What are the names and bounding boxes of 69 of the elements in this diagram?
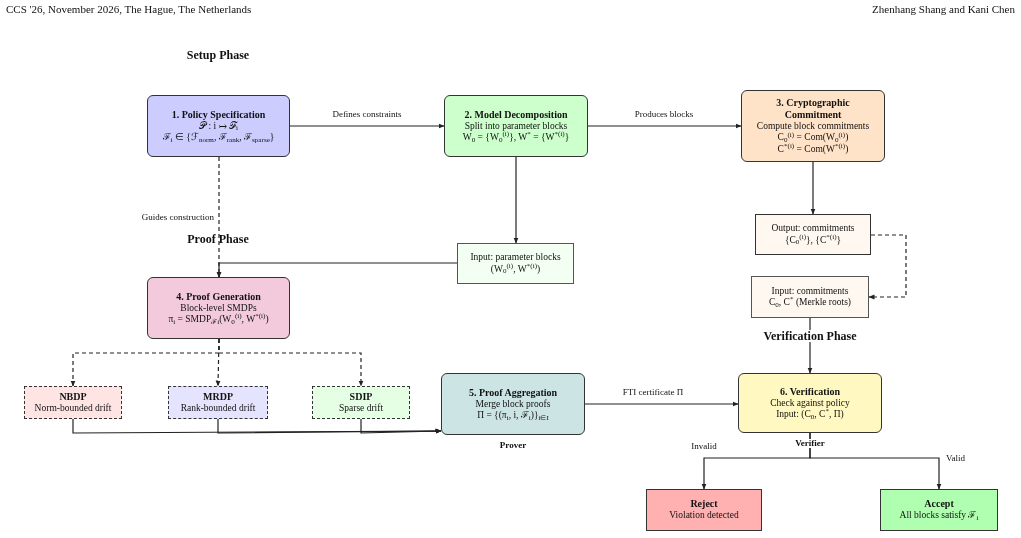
box-title: 2. Model Decomposition	[464, 108, 568, 121]
input-box	[751, 276, 869, 318]
output-box	[755, 214, 871, 255]
box-title: NBDP	[59, 390, 87, 403]
arrow	[216, 262, 458, 278]
input-box	[457, 243, 574, 284]
box-text: Π = {(π$_{i}$, i, ℱ$_{i}$)}$_{i∈I}$	[477, 410, 549, 422]
box-text: Input: parameter blocks	[470, 252, 561, 264]
box-text: Rank-bounded drift	[180, 402, 256, 415]
box-text: 𝒫 : i ↦ ℱ$_{i}$	[199, 120, 238, 132]
box-text: Compute block commitments	[756, 120, 870, 132]
box-text: Merge block proofs	[475, 398, 551, 410]
process-box	[147, 95, 290, 157]
box-text: ℱ$_{i}$ ∈ {ℱ$_{norm}$, ℱ$_{rank}$, ℱ$_{sparse}$}	[162, 132, 275, 144]
dashed-arrow	[868, 234, 907, 300]
box-title: 5. Proof Aggregation	[468, 386, 558, 399]
box-text: C$_{0}$$^{(i)}$ = Com(W$_{0}$$^{(i)}$)	[777, 132, 849, 144]
box-text: {C$_{0}$$^{(i)}$}, {C$^{*(i)}$}	[784, 234, 842, 246]
edge-label: FTI certificate Π	[620, 388, 686, 397]
box-title: SDIP	[349, 390, 373, 403]
box-text: Block-level SMDPs	[180, 302, 257, 313]
author-names: Zhenhang Shang and Kani Chen	[872, 4, 1015, 15]
box-text: (W$_{0}$$^{(i)}$, W$^{*(i)}$)	[490, 263, 541, 275]
arrow	[584, 401, 739, 407]
box-text: All blocks satisfy ℱ$_{i}$	[899, 510, 979, 522]
box-title: 3. Cryptographic Commitment	[775, 96, 851, 121]
box-text: Sparse drift	[338, 402, 384, 415]
box-text: Violation detected	[669, 510, 739, 522]
variant-box	[24, 386, 122, 419]
phase-heading: Setup Phase	[186, 49, 250, 61]
process-box	[147, 277, 290, 339]
phase-heading: Proof Phase	[187, 233, 249, 245]
box-title: Reject	[690, 498, 718, 511]
role-label: Prover	[497, 441, 529, 450]
variant-box	[312, 386, 410, 419]
box-text: π$_{i}$ = SMDP$_{ℱi}$(W$_{0}$$^{(i)}$, W$^{*(i)}$)	[168, 314, 269, 326]
box-text: Split into parameter blocks	[464, 120, 568, 132]
variant-box	[168, 386, 268, 419]
result-box	[880, 489, 998, 531]
arrow	[587, 123, 742, 129]
box-title: 6. Verification	[780, 385, 840, 398]
arrow	[809, 432, 942, 490]
box-text: C$^{*(i)}$ = Com(W$^{*(i)}$)	[777, 143, 849, 156]
edge-label: Defines constraints	[330, 110, 404, 119]
box-text: Input: (C$_{0}$, C$^{*}$, Π)	[776, 409, 844, 421]
role-label: Verifier	[793, 439, 827, 448]
box-text: C$_{0}$, C$^{*}$ (Merkle roots)	[768, 297, 852, 309]
arrow	[289, 123, 445, 129]
box-text: Norm-bounded drift	[34, 402, 112, 415]
arrow	[360, 418, 442, 434]
process-box	[741, 90, 885, 162]
box-text: Input: commitments	[771, 285, 849, 297]
edge-label: Guides construction	[139, 212, 216, 222]
box-title: Accept	[924, 498, 954, 510]
box-title: MRDP	[203, 390, 233, 403]
edge-label: Produces blocks	[632, 110, 696, 119]
box-title: 1. Policy Specification	[171, 108, 266, 121]
edge-label: Invalid	[689, 442, 719, 451]
box-title: 4. Proof Generation	[176, 290, 261, 303]
box-text: Check against policy	[770, 397, 850, 408]
page-header: CCS '26, November 2026, The Hague, The Netherlands	[6, 4, 252, 15]
process-box	[444, 95, 588, 157]
arrow	[513, 156, 519, 244]
box-text: Output: commitments	[771, 223, 855, 234]
arrow	[810, 161, 816, 215]
edge-label: Valid	[944, 453, 967, 463]
dashed-arrow	[218, 338, 364, 387]
result-box	[646, 489, 762, 531]
box-text: W$_{0}$ = {W$_{0}$$^{(i)}$}, W$^{*}$ = {W$^{*(i)}$}	[462, 132, 570, 144]
